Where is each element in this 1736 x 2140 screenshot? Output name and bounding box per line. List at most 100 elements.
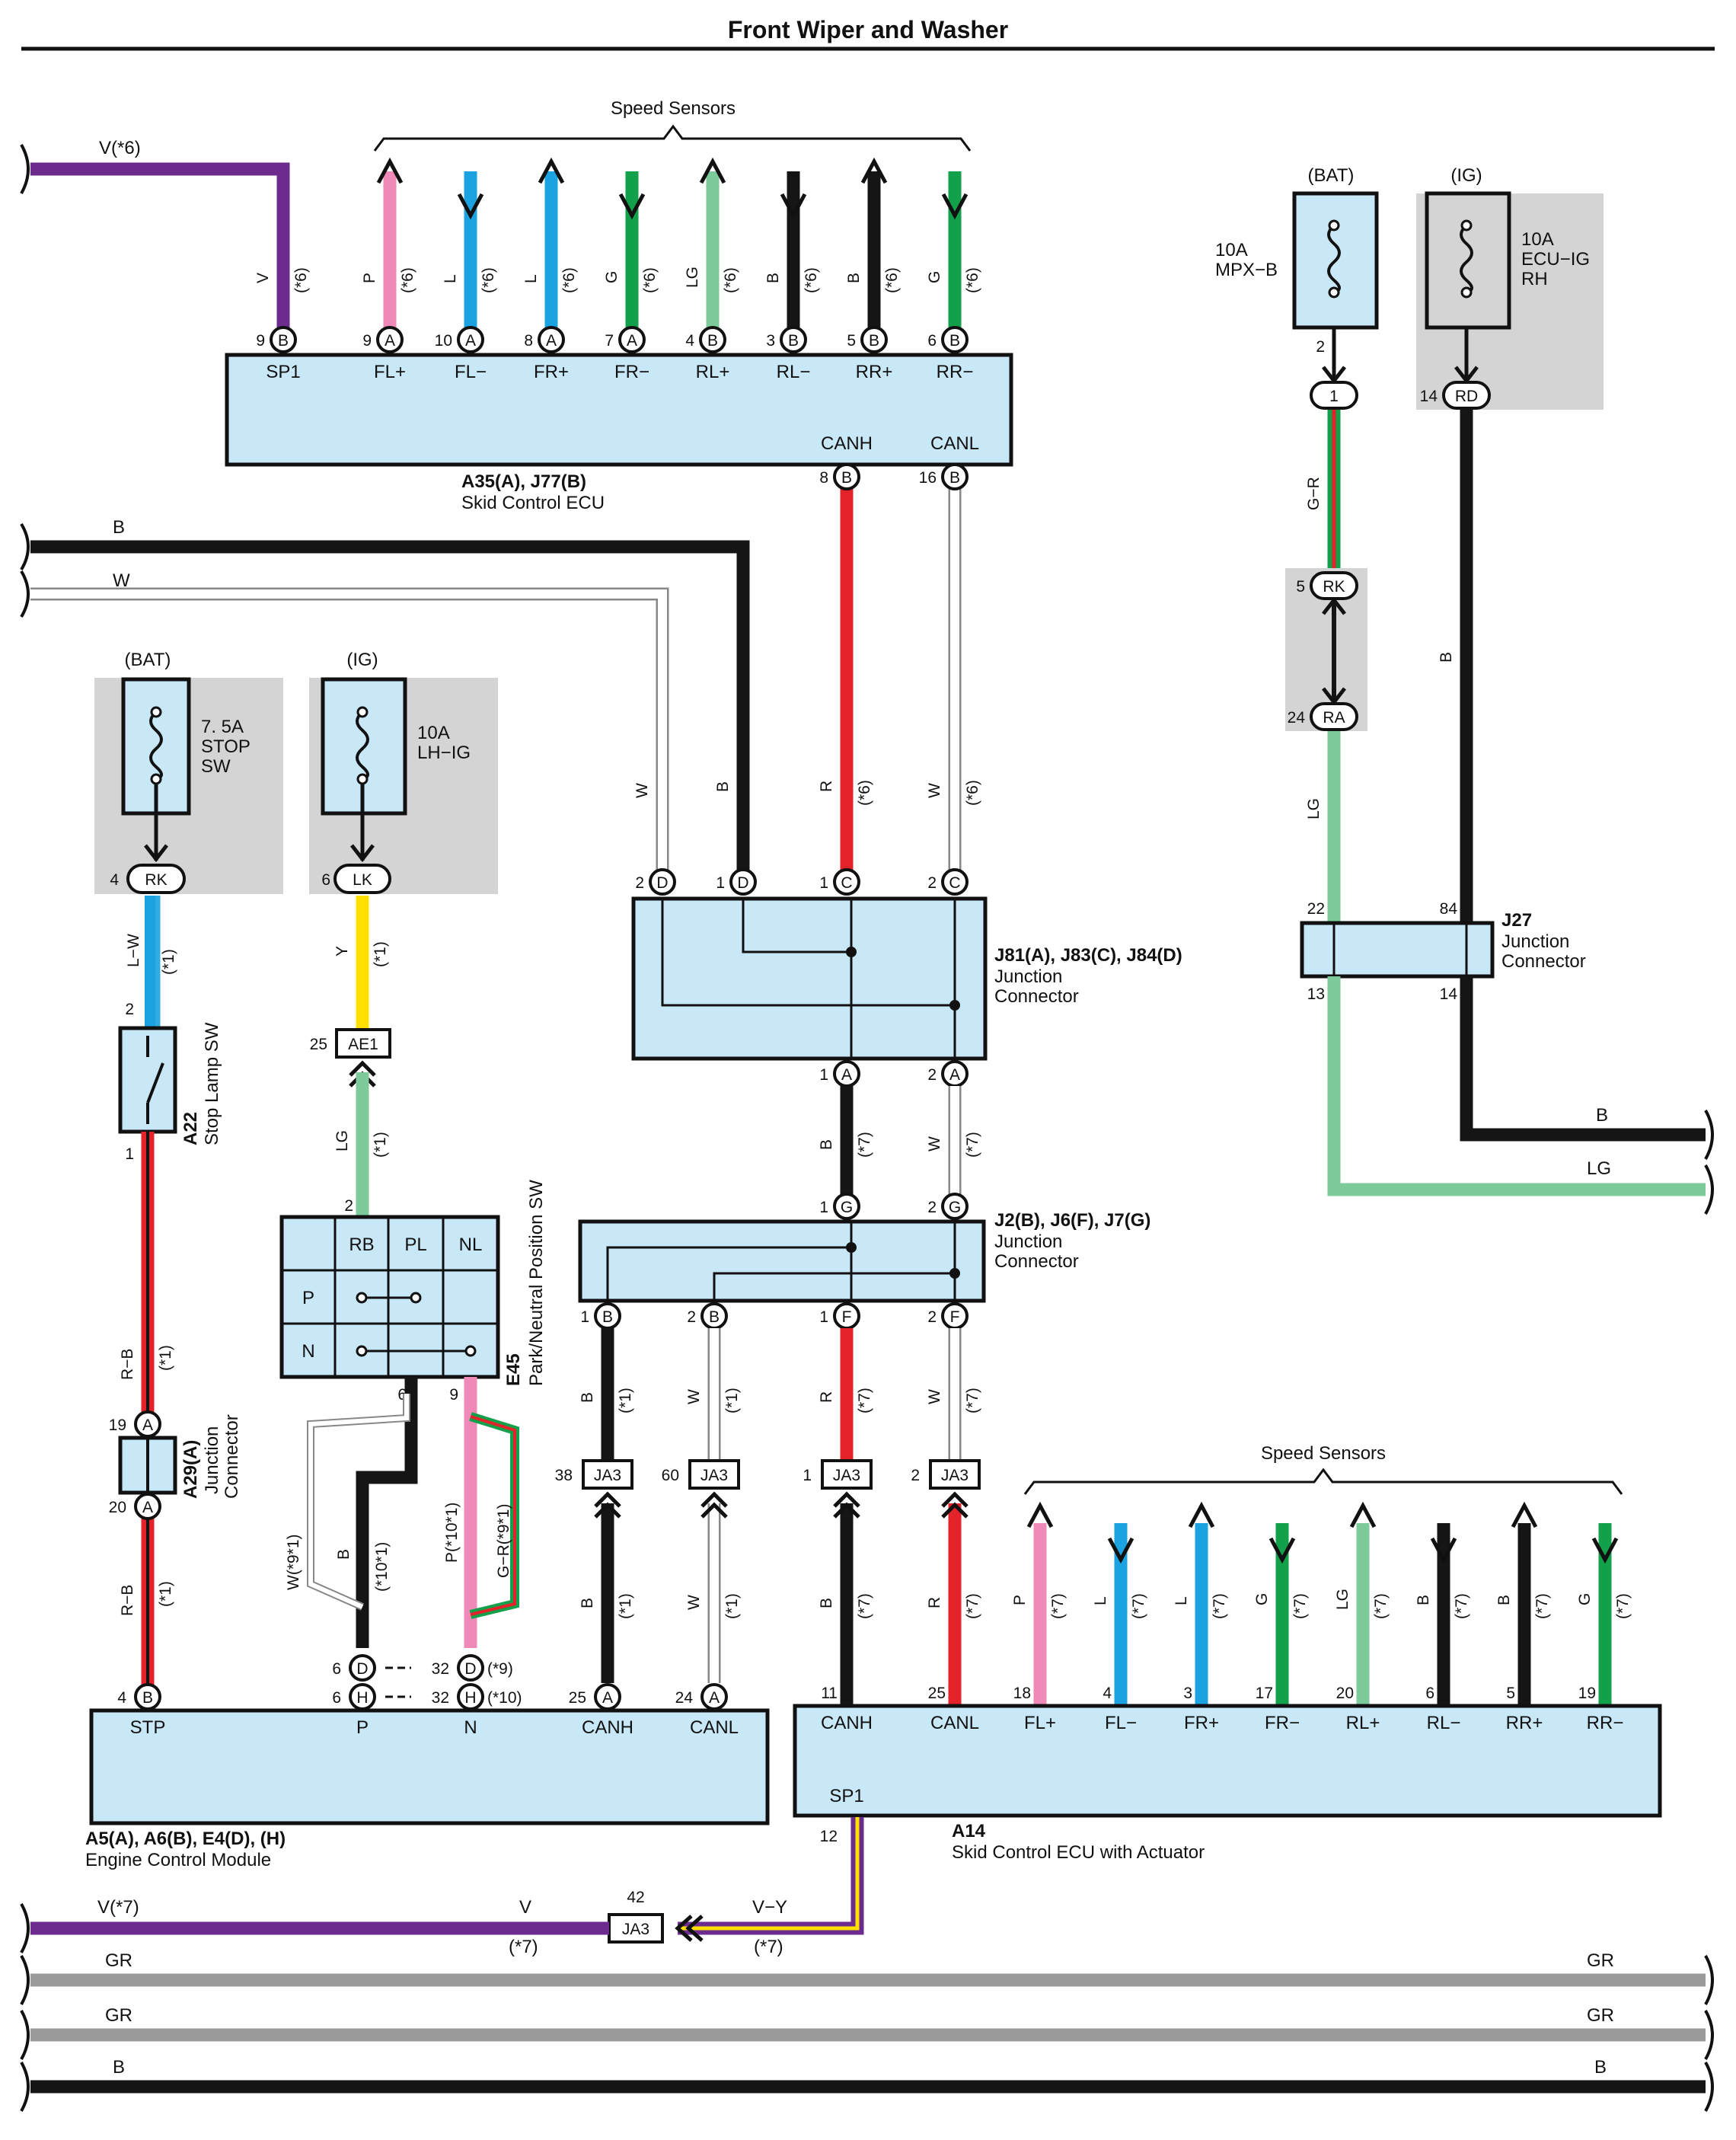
junction-connector-j81: D 2 D 1 C 1 C 2 A 1 A 2 J81(A), J83(C), … [631,868,1182,1088]
pin-number: 84 [1440,900,1458,918]
pin-number: 9 [449,1386,458,1404]
pin-letter: A [949,1066,960,1084]
wire-color-label: B [764,273,782,283]
arrow-down-icon [780,193,807,220]
pin-number: 2 [635,874,644,892]
pin-number: 5 [847,332,856,350]
pin-number: 25 [569,1689,586,1707]
wire-note: (*6) [480,267,497,293]
terminal-label: CANH [582,1717,633,1738]
wire-note: (*7) [1291,1593,1309,1619]
wire-note: (*6) [641,267,659,293]
junction-connector-j27: 22 84 13 14 J27 Junction Connector [1300,900,1586,1003]
power-source: (BAT) [125,650,171,670]
bus-label: LG [1587,1158,1611,1179]
pin-number: 17 [1256,1685,1273,1702]
pin-letter: A [841,1066,852,1084]
stop-lamp-switch: 1 A22 Stop Lamp SW [118,1022,222,1163]
switch-icon [146,1062,164,1104]
wire-color-label: G−R [1305,477,1323,510]
component-name: A5(A), A6(B), E4(D), (H) [85,1829,286,1849]
pin-number: 1 [125,1145,134,1163]
pin-number: 32 [432,1660,449,1678]
arrow-up-icon [538,157,565,184]
junction-connector-j2: G 1 G 2 B 1 B 2 F 1 F 2 J2(B), J6(F), J7… [578,1193,1150,1330]
terminal-label: FL+ [374,362,406,382]
pin-letter: B [278,332,289,350]
connector-label: 1 [1329,388,1339,405]
arrow-down-icon [618,193,646,220]
pin-number: 19 [109,1417,126,1434]
pin-number: 2 [927,1066,937,1084]
page-title: Front Wiper and Washer [728,16,1008,43]
pin-number: 1 [819,1199,828,1216]
terminal-label: RR+ [856,362,893,382]
pin-letter: D [464,1660,476,1678]
bus-label: GR [1587,2005,1614,2026]
fuse-name: RH [1521,269,1548,289]
ja3-connectors: JA3 38 JA3 60 JA3 1 JA3 2 [555,1459,981,1490]
pin-letter: B [707,332,718,350]
wire-w-bus [30,589,667,876]
speed-sensors-label: Speed Sensors [1261,1443,1386,1464]
terminal-label: SP1 [266,362,300,382]
terminal-label: CANL [690,1717,739,1738]
pin-letter: B [869,332,879,350]
wire-note: (*7) [1372,1593,1390,1619]
terminal-label: RR− [937,362,974,382]
pin-letter: A [627,332,637,350]
arrow-up-icon [860,157,888,184]
arrow-up-icon [376,157,404,184]
wire-b-bus [30,540,750,876]
junction-connector-a29: A 19 A 20 A29(A) Junction Connector [109,1410,242,1520]
fuse-icon [149,711,163,781]
y-and-lg-wires: Y (*1) AE1 25 LG (*1) 2 [310,896,391,1217]
component-name: A35(A), J77(B) [461,471,586,492]
component-desc: Engine Control Module [85,1850,271,1870]
fuse-rating: 10A [417,723,450,743]
pin-letter: A [385,332,395,350]
pin-letter: D [737,874,748,892]
wire-color-label: W [685,1389,703,1404]
wire-color-label: G−R(*9*1) [495,1504,512,1578]
wire-v-top [30,162,290,327]
pin-letter: B [841,469,852,487]
right-bus-out: B LG [1327,976,1714,1215]
wire-color-label: B [579,1598,596,1608]
wire-color-label: B [1495,1595,1513,1605]
pin-letter: A [546,332,557,350]
pin-number: 25 [310,1036,327,1053]
component-desc: Stop Lamp SW [202,1022,222,1145]
terminal-label: RR+ [1506,1713,1543,1733]
component-desc: Skid Control ECU [461,493,605,513]
wire-note: (*9) [487,1660,513,1678]
bus-label: B [1596,1105,1608,1126]
pin-number: 20 [109,1499,126,1516]
pin-number: 19 [1578,1685,1596,1702]
component-desc: Connector [1501,951,1586,972]
top-ecu-pins: B 9 A 9 A 10 A 8 A 7 B 4 B 3 B 5 B 6 [256,326,969,353]
pin-letter: C [841,874,852,892]
component-name: A14 [952,1821,986,1841]
wire-note: (*7) [856,1593,873,1619]
wire-note: (*7) [1614,1593,1632,1619]
pin-number: 60 [662,1467,679,1484]
pin-number: 5 [1296,578,1305,596]
pin-number: 6 [332,1689,341,1707]
fuse-icon [1460,224,1473,294]
sp1-vy-wire: JA3 42 V(*7) V (*7) V−Y (*7) [20,1817,864,1957]
pin-number: 2 [1316,338,1325,356]
wire-note: (*1) [157,1345,174,1371]
wire-note: (*7) [754,1937,783,1957]
wire-note: (*6) [560,267,578,293]
component-desc: Junction [1501,931,1569,952]
wire-note: (*7) [1049,1593,1067,1619]
pin-number: 6 [1425,1685,1434,1702]
terminal-label: P [356,1717,369,1738]
fuse-icon [356,711,369,781]
wire-color-label: B [818,1139,835,1150]
wire-note: (*7) [964,1593,981,1619]
ja3-lower-wires: B (*1) W (*1) B (*7) R (*7) [579,1491,981,1704]
pin-number: 24 [675,1689,694,1707]
connector-label: JA3 [833,1467,860,1484]
